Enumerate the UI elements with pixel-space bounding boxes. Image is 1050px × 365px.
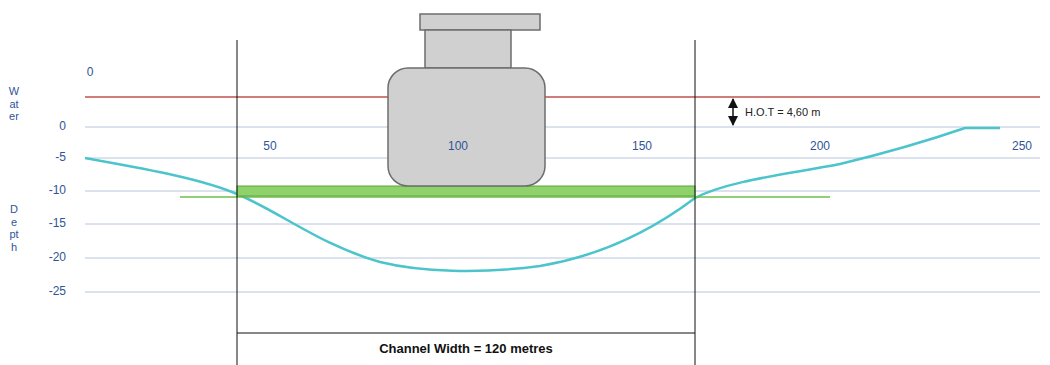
label-holder: 100 bbox=[448, 140, 468, 154]
label-holder: -20 bbox=[49, 251, 66, 265]
label-holder: -25 bbox=[49, 285, 66, 299]
channel-limit bbox=[237, 40, 238, 365]
label-holder: -5 bbox=[55, 151, 66, 165]
axis-tick-label: 100 bbox=[448, 140, 468, 154]
label-holder: 50 bbox=[263, 140, 276, 154]
label-holder: -10 bbox=[49, 184, 66, 198]
axis-tick-label: 200 bbox=[810, 140, 830, 154]
label-holder: 150 bbox=[632, 140, 652, 154]
dimension-label: Channel Width = 120 metres bbox=[379, 342, 553, 357]
axis-title: Depth bbox=[9, 203, 20, 254]
axis-tick-label: 50 bbox=[263, 140, 276, 154]
label-holder: H.O.T = 4,60 m bbox=[745, 106, 820, 119]
depth-tick-label: -25 bbox=[49, 285, 66, 299]
depth-grid bbox=[85, 127, 1040, 292]
tide-line bbox=[85, 96, 1040, 98]
label-holder: 0 bbox=[59, 120, 66, 134]
depth-tick-label: -10 bbox=[49, 184, 66, 198]
label-holder: Channel Width = 120 metres bbox=[379, 342, 553, 357]
axis-tick-label: 250 bbox=[1012, 140, 1032, 154]
label-holder: 250 bbox=[1012, 140, 1032, 154]
axis-title: Water bbox=[9, 85, 20, 123]
dimension-label: H.O.T = 4,60 m bbox=[745, 106, 820, 119]
label-holder: Depth bbox=[9, 203, 20, 254]
tide-arrow bbox=[732, 99, 734, 125]
depth-tick-label: 0 bbox=[59, 120, 66, 134]
depth-tick-label: -20 bbox=[49, 251, 66, 265]
keel-clearance-band bbox=[237, 186, 695, 196]
label-holder: Water bbox=[9, 85, 20, 123]
axis-tick-label: 150 bbox=[632, 140, 652, 154]
depth-tick-label: -15 bbox=[49, 217, 66, 231]
ship-symbol bbox=[388, 14, 545, 186]
label-holder: -15 bbox=[49, 217, 66, 231]
channel-width-line bbox=[237, 333, 695, 334]
label-holder: 0 bbox=[87, 66, 94, 80]
channel-limit bbox=[695, 40, 696, 365]
label-holder: 200 bbox=[810, 140, 830, 154]
axis-tick-label: 0 bbox=[87, 66, 94, 80]
depth-tick-label: -5 bbox=[55, 151, 66, 165]
